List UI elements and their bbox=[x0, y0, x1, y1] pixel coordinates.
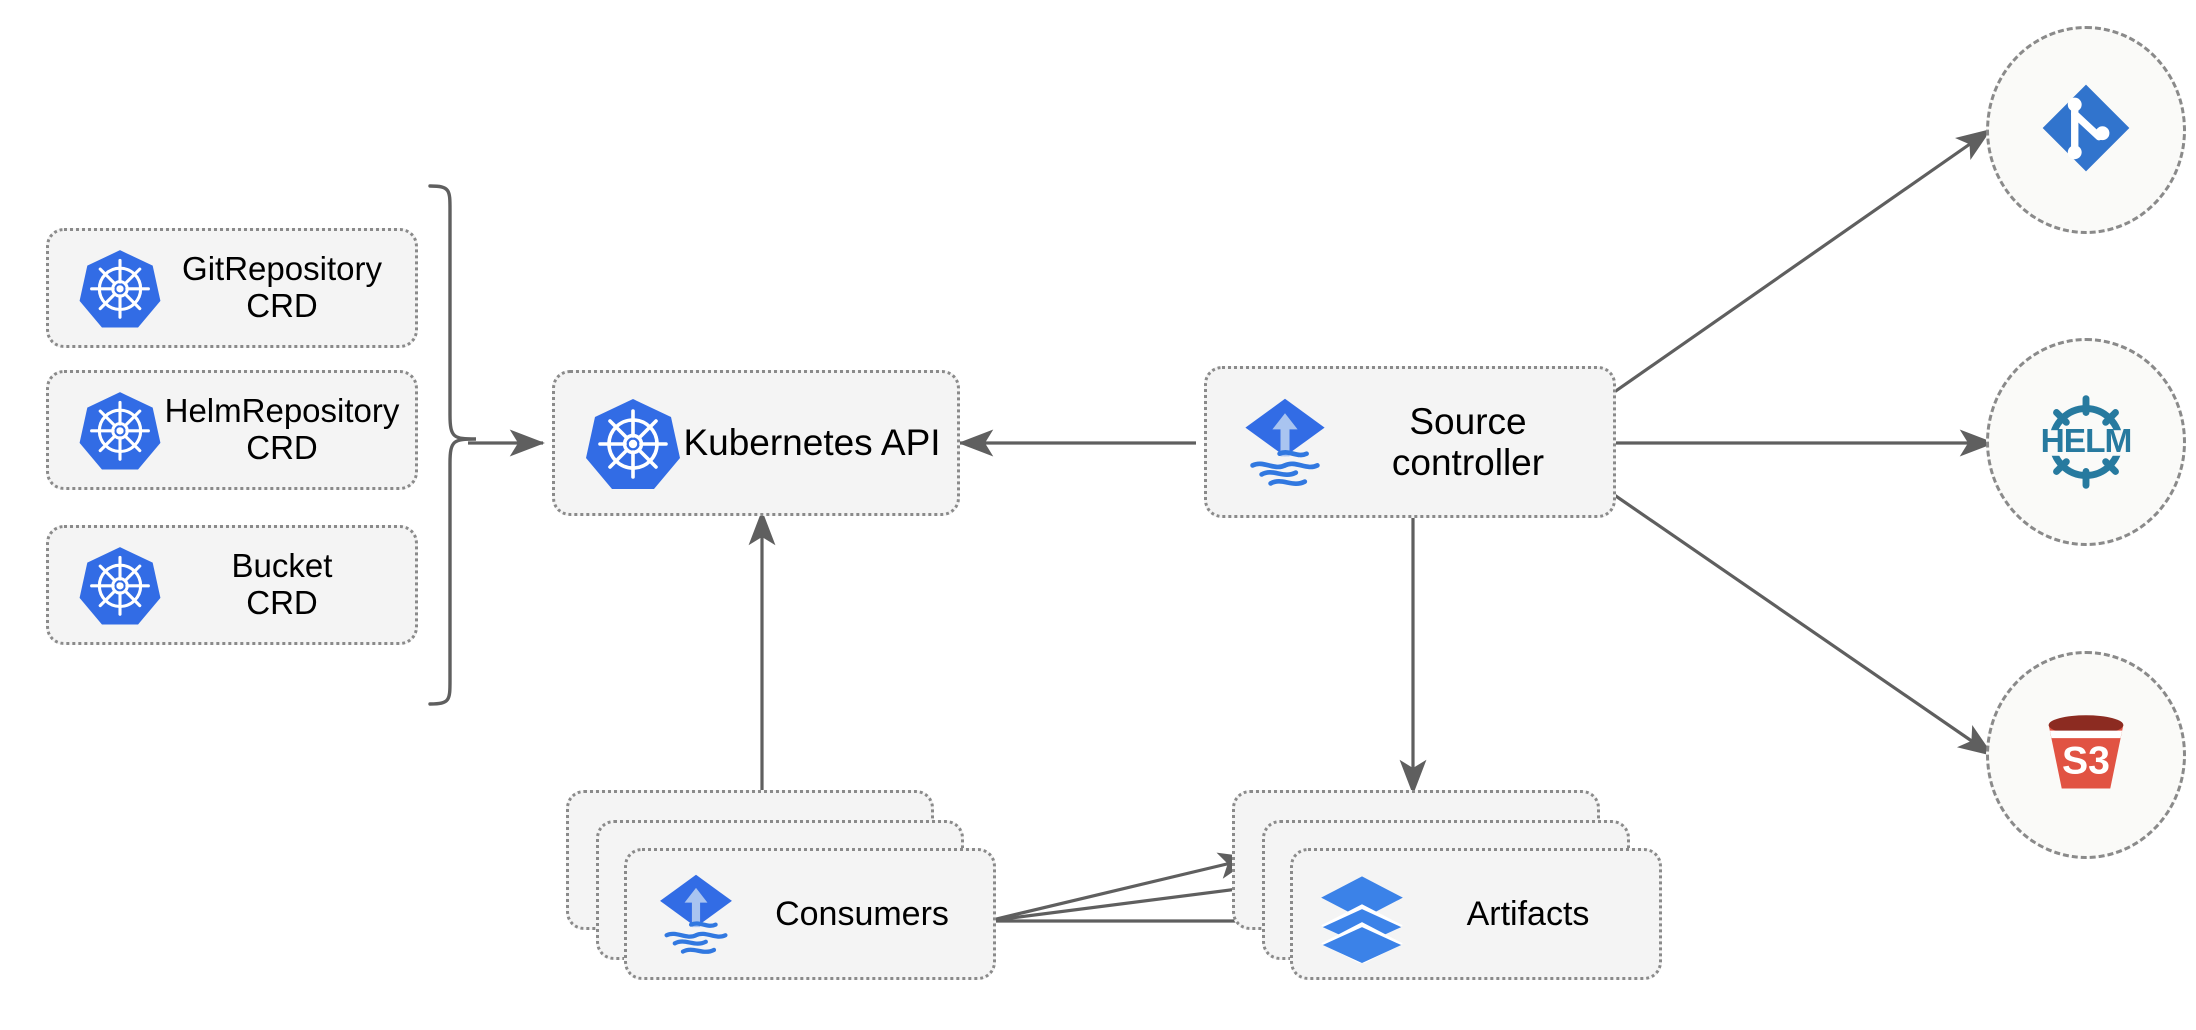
stack-layer-front[interactable]: Artifacts bbox=[1290, 848, 1662, 980]
node-label: Source controller bbox=[1391, 400, 1545, 483]
node-artifacts[interactable]: Artifacts bbox=[1232, 790, 1662, 980]
source-helm[interactable]: HELM bbox=[1986, 338, 2186, 546]
flux-icon bbox=[647, 865, 745, 963]
svg-text:HELM: HELM bbox=[2041, 423, 2132, 460]
helm-icon: HELM bbox=[2027, 383, 2145, 501]
kubernetes-icon bbox=[77, 387, 163, 473]
node-source-controller[interactable]: Source controller bbox=[1204, 366, 1616, 518]
crd-group-bracket bbox=[428, 184, 477, 706]
node-label: Kubernetes API bbox=[683, 422, 941, 464]
node-kubernetes-api[interactable]: Kubernetes API bbox=[552, 370, 960, 516]
card-helm-repository-crd[interactable]: HelmRepository CRD bbox=[46, 370, 418, 490]
edge-source-controller-to-git bbox=[1609, 128, 1992, 397]
stack-layer-front[interactable]: Consumers bbox=[624, 848, 996, 980]
edge-consumers-to-artifacts-2 bbox=[987, 874, 1279, 923]
s3-icon: S3 bbox=[2030, 697, 2142, 814]
node-label: Artifacts bbox=[1466, 894, 1590, 933]
edge-consumers-to-artifacts-1 bbox=[987, 852, 1254, 923]
svg-text:S3: S3 bbox=[2062, 739, 2110, 782]
source-git[interactable] bbox=[1986, 26, 2186, 234]
node-label: Consumers bbox=[775, 894, 949, 933]
source-s3[interactable]: S3 bbox=[1986, 651, 2186, 859]
card-git-repository-crd[interactable]: GitRepository CRD bbox=[46, 228, 418, 348]
kubernetes-icon bbox=[77, 542, 163, 628]
card-label: HelmRepository CRD bbox=[164, 392, 400, 466]
git-icon bbox=[2034, 76, 2138, 185]
node-consumers[interactable]: Consumers bbox=[566, 790, 996, 980]
kubernetes-icon bbox=[77, 245, 163, 331]
layers-icon bbox=[1313, 865, 1411, 965]
card-label: GitRepository CRD bbox=[182, 250, 382, 324]
kubernetes-icon bbox=[583, 393, 683, 493]
card-bucket-crd[interactable]: Bucket CRD bbox=[46, 525, 418, 645]
card-label: Bucket CRD bbox=[231, 547, 333, 621]
edge-source-controller-to-s3 bbox=[1609, 490, 1994, 757]
flux-icon bbox=[1231, 388, 1339, 496]
